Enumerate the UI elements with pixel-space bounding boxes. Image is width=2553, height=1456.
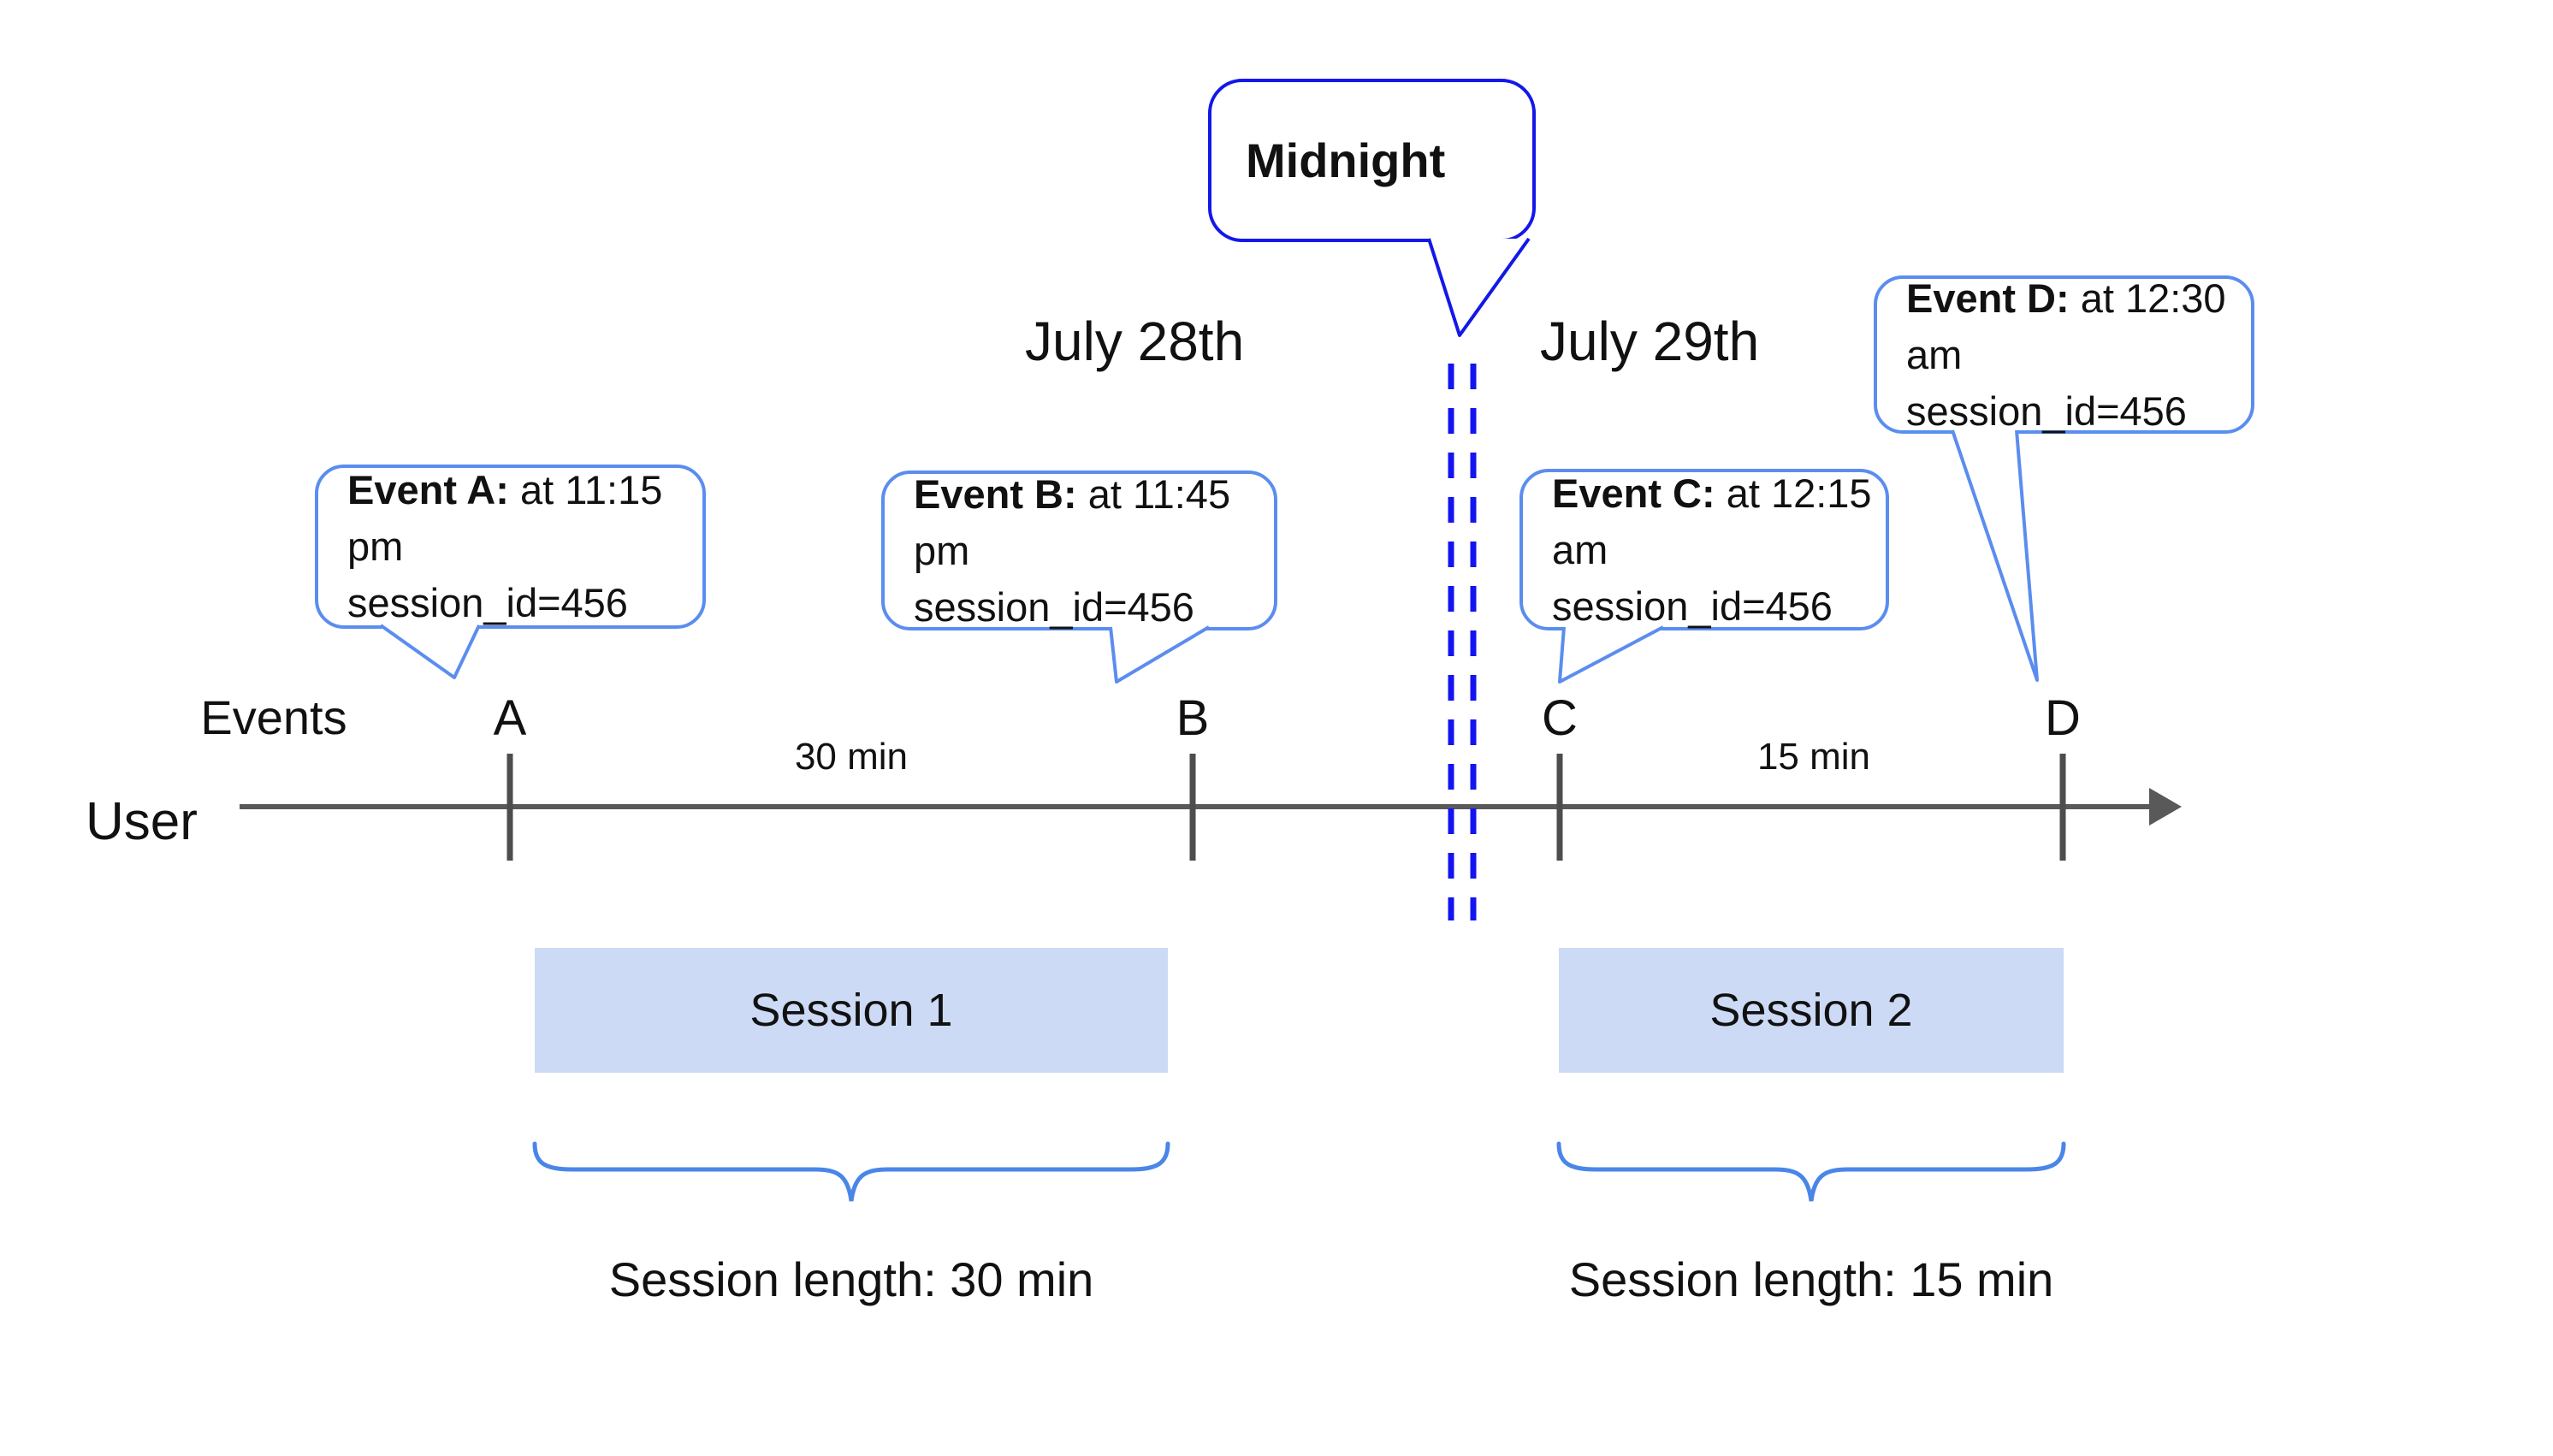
event-d-session: session_id=456	[1906, 388, 2187, 434]
session-1-brace	[532, 1141, 1170, 1202]
event-d-letter: D	[2045, 690, 2081, 746]
event-c-bubble-tail	[1558, 625, 1664, 684]
session-1-length-label: Session length: 30 min	[608, 1252, 1094, 1306]
midnight-bubble-tail	[1427, 237, 1531, 337]
event-d-bubble: Event D: at 12:30 am session_id=456	[1874, 275, 2254, 434]
event-b-title: Event B:	[914, 471, 1077, 517]
event-b-session: session_id=456	[914, 583, 1194, 630]
event-d-title: Event D:	[1906, 275, 2070, 321]
event-b-line1: Event B: at 11:45 pm	[914, 466, 1274, 579]
interval-ab-label: 30 min	[794, 736, 909, 778]
session-2-length-label: Session length: 15 min	[1568, 1252, 2054, 1306]
session-2-brace	[1556, 1141, 2066, 1202]
event-a-bubble: Event A: at 11:15 pm session_id=456	[315, 465, 706, 629]
event-d-line1: Event D: at 12:30 am	[1906, 270, 2251, 383]
events-axis-label: Events	[200, 690, 347, 744]
event-c-bubble: Event C: at 12:15 am session_id=456	[1519, 469, 1889, 630]
event-c-letter: C	[1542, 690, 1578, 746]
event-c-time: at 12:15 am	[1552, 470, 1872, 572]
event-b-time: at 11:45 pm	[914, 471, 1231, 573]
date-label-july-29: July 29th	[1540, 311, 1760, 372]
midnight-bubble: Midnight	[1208, 79, 1536, 242]
event-a-bubble-tail	[379, 624, 481, 679]
event-b-letter: B	[1176, 690, 1210, 746]
timeline-arrowhead-icon	[2149, 788, 2182, 826]
event-a-session: session_id=456	[347, 580, 628, 625]
event-c-line1: Event C: at 12:15 am	[1552, 465, 1886, 578]
event-a-line1: Event A: at 11:15 pm	[347, 462, 702, 575]
date-label-july-28: July 28th	[1025, 311, 1245, 372]
user-axis-label: User	[86, 792, 198, 851]
session-2-label: Session 2	[1709, 985, 1913, 1036]
event-d-bubble-tail	[1951, 429, 2039, 682]
event-c-session: session_id=456	[1552, 583, 1833, 629]
session-1-label: Session 1	[749, 985, 953, 1036]
event-c-title: Event C:	[1552, 470, 1715, 516]
interval-cd-label: 15 min	[1756, 736, 1871, 778]
midnight-label: Midnight	[1246, 133, 1446, 187]
session-2-box: Session 2	[1559, 948, 2064, 1073]
event-a-title: Event A:	[347, 467, 509, 512]
session-1-box: Session 1	[535, 948, 1168, 1073]
event-a-letter: A	[493, 690, 527, 746]
event-a-time: at 11:15 pm	[347, 467, 663, 569]
event-b-bubble-tail	[1109, 625, 1211, 684]
event-d-time: at 12:30 am	[1906, 275, 2226, 377]
event-b-bubble: Event B: at 11:45 pm session_id=456	[881, 471, 1277, 630]
